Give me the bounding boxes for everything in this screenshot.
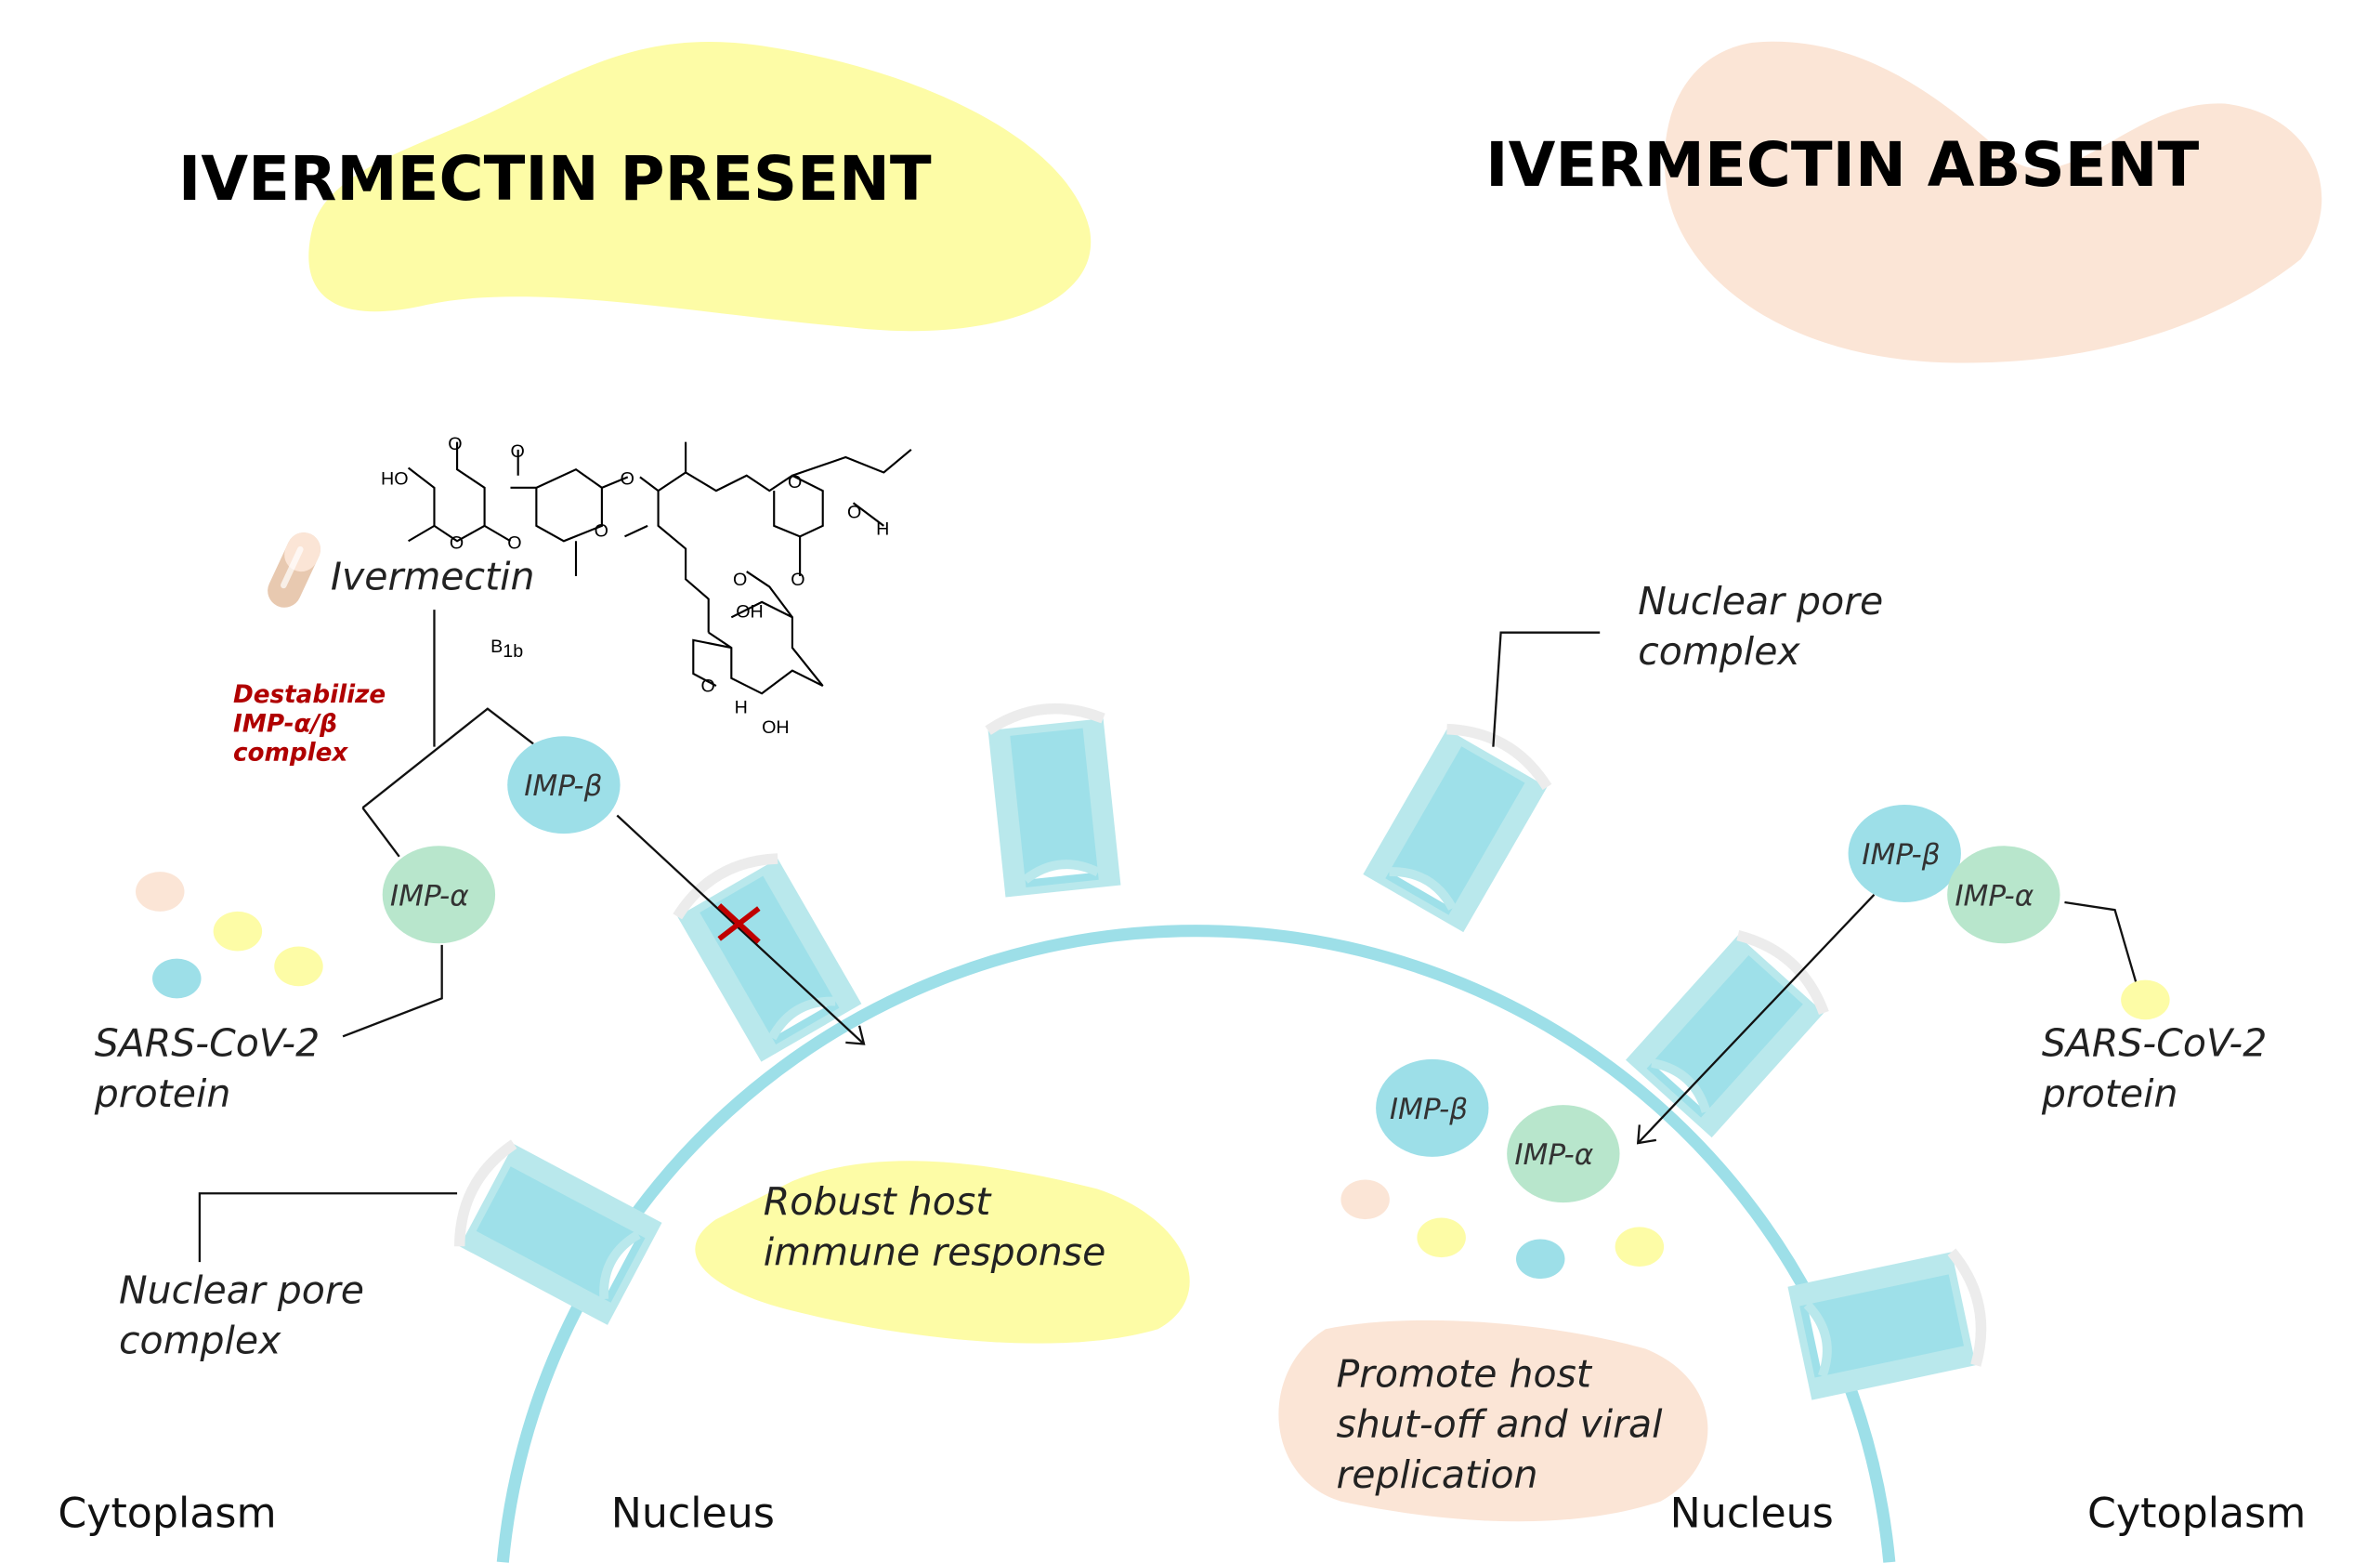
- imp-beta: [507, 736, 621, 834]
- atom-label: O: [450, 532, 464, 553]
- region-nucleus-right: Nucleus: [1670, 1490, 1834, 1537]
- sars-cov-2-protein: [2121, 979, 2170, 1020]
- atom-label: O: [510, 441, 524, 462]
- sars-cov-2-proteins: [135, 872, 323, 999]
- mechanism-label: Destabilize IMP-α/β complex: [233, 681, 386, 767]
- atom-label: O: [701, 676, 715, 697]
- ivermectin-label: Ivermectin: [331, 555, 535, 599]
- imp-beta-label: IMP-β: [1862, 838, 1940, 872]
- imp-beta-label: IMP-β: [1390, 1093, 1468, 1126]
- title-ivermectin-absent: IVERMECTIN ABSENT: [1485, 130, 2199, 201]
- imp-alpha: [1507, 1105, 1620, 1203]
- import-arrow: [1636, 893, 1876, 1145]
- sars-label: protein: [2041, 1071, 2178, 1116]
- replication-blob: [1278, 1320, 1708, 1522]
- outcome-label: shut-off and viral: [1336, 1402, 1663, 1447]
- imp-alpha: [382, 846, 496, 944]
- outcome-label: immune response: [764, 1229, 1106, 1274]
- peach-title-blob: [1664, 41, 2322, 363]
- nuclear-pore: [985, 703, 1121, 898]
- nuclear-pore: [1363, 723, 1552, 933]
- ivermectin-structure: HO O O O O O O O O H O O OH O H OH B 1b: [381, 434, 912, 738]
- molecule-variant-subscript: 1b: [503, 641, 523, 662]
- connector-lines: [198, 610, 534, 1263]
- npc-label: complex: [119, 1318, 281, 1362]
- outcome-label: Promote host: [1336, 1352, 1592, 1397]
- imp-alpha-label: IMP-α: [1955, 879, 2033, 913]
- mechanism-line: Destabilize: [233, 681, 386, 709]
- region-cytoplasm-left: Cytoplasm: [58, 1490, 276, 1537]
- imp-beta-label: IMP-β: [524, 769, 602, 803]
- region-nucleus-left: Nucleus: [611, 1490, 775, 1537]
- imp-alpha-label: IMP-α: [390, 879, 469, 913]
- red-x-icon: [717, 903, 761, 944]
- sars-label: SARS-CoV-2: [95, 1021, 320, 1066]
- region-cytoplasm-right: Cytoplasm: [2087, 1490, 2306, 1537]
- imp-alpha-label: IMP-α: [1514, 1138, 1593, 1172]
- atom-label: O: [733, 570, 747, 590]
- capsule-icon: [268, 532, 321, 608]
- nuclear-pore: [453, 1139, 662, 1325]
- sars-label: protein: [94, 1071, 231, 1116]
- nuclear-pore: [1626, 930, 1829, 1138]
- atom-label: O: [847, 503, 861, 523]
- atom-label: O: [621, 469, 634, 490]
- blocked-import-arrow: [616, 814, 866, 1045]
- atom-label: O: [788, 472, 802, 493]
- title-ivermectin-present: IVERMECTIN PRESENT: [178, 144, 932, 215]
- imp-beta: [1376, 1058, 1489, 1157]
- atom-label: H: [735, 698, 748, 718]
- sars-cov-2-proteins: [1340, 1179, 1665, 1280]
- atom-label: H: [876, 519, 889, 540]
- atom-label: O: [595, 520, 608, 541]
- outcome-label: Robust host: [764, 1179, 992, 1224]
- imp-beta: [1848, 805, 1961, 902]
- yellow-title-blob: [308, 41, 1092, 332]
- mechanism-line: IMP-α/β: [233, 710, 337, 738]
- npc-label: Nuclear pore: [119, 1267, 364, 1312]
- npc-label: Nuclear pore: [1638, 579, 1883, 624]
- atom-label: O: [448, 434, 462, 454]
- imp-alpha: [1947, 846, 2060, 944]
- sars-label: SARS-CoV-2: [2042, 1021, 2267, 1066]
- npc-label: complex: [1638, 629, 1800, 674]
- nuclear-pore: [1787, 1248, 1987, 1400]
- mechanism-line: complex: [233, 739, 348, 767]
- connector-lines: [1492, 631, 2138, 984]
- molecule-variant-label: B: [490, 637, 503, 657]
- atom-label: O: [791, 570, 804, 590]
- atom-label: O: [507, 532, 521, 553]
- atom-label: OH: [736, 601, 764, 622]
- outcome-label: replication: [1336, 1452, 1537, 1497]
- atom-label: HO: [381, 469, 409, 490]
- immune-response-blob: [695, 1161, 1190, 1344]
- atom-label: OH: [762, 717, 790, 738]
